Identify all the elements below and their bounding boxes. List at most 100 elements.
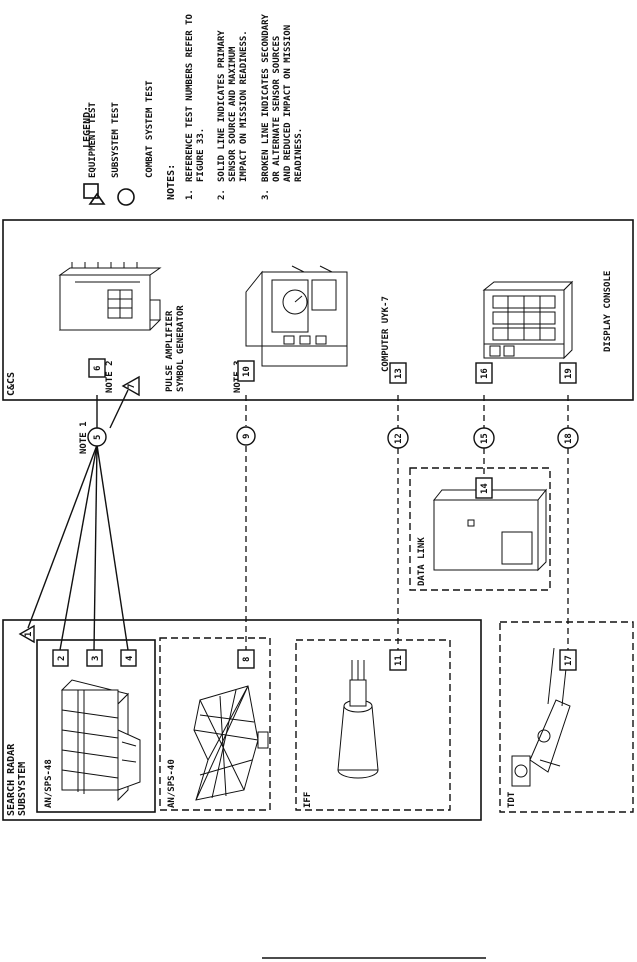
legend-equipment-test: EQUIPMENT TEST xyxy=(88,102,98,178)
test-5-number: 5 xyxy=(93,435,103,440)
test-3-marker: 3 xyxy=(86,649,103,667)
test-7-marker: 7 xyxy=(121,375,140,397)
test-16-marker: 16 xyxy=(475,362,493,384)
test-9-number: 9 xyxy=(242,434,252,439)
tdt-picture xyxy=(511,647,571,787)
note-1-line-2: FIGURE 33. xyxy=(196,128,206,182)
data-link-picture xyxy=(432,488,548,572)
note-2-line-3: IMPACT ON MISSION READINESS. xyxy=(239,30,249,182)
note-3-line-1: BROKEN LINE INDICATES SECONDARY xyxy=(261,13,271,182)
test-1-number: 1 xyxy=(24,632,34,637)
sps40-label: AN/SPS-40 xyxy=(167,759,177,808)
equipment-test-symbol xyxy=(83,183,99,199)
iff-label: IFF xyxy=(303,792,313,808)
ccs-frame xyxy=(2,219,634,401)
test-6-number: 6 xyxy=(93,366,103,371)
sps48-frame xyxy=(36,639,156,813)
link-5-to-2 xyxy=(59,444,98,651)
test-12-marker: 12 xyxy=(387,427,409,449)
test-2-marker: 2 xyxy=(52,649,69,667)
computer-uyk7-picture xyxy=(245,265,348,367)
note-3-number: 3. xyxy=(261,189,271,200)
test-14-number: 14 xyxy=(480,483,490,494)
test-15-number: 15 xyxy=(480,433,490,444)
sps40-frame xyxy=(159,637,271,811)
legend-subsystem-test: SUBSYSTEM TEST xyxy=(111,102,121,178)
tdt-label: TDT xyxy=(507,791,517,808)
pulse-amplifier-label-2: SYMBOL GENERATOR xyxy=(176,305,186,392)
search-radar-label-2: SUBSYSTEM xyxy=(17,762,28,816)
note-2-line-2: SENSOR SOURCE AND MAXIMUM xyxy=(228,46,238,182)
computer-label: COMPUTER UYK-7 xyxy=(381,296,391,372)
note-3-line-3: AND REDUCED IMPACT ON MISSION xyxy=(283,25,293,182)
pulse-amplifier-label-1: PULSE AMPLIFIER xyxy=(165,310,175,392)
display-console-picture xyxy=(482,280,574,360)
sps48-antenna-picture xyxy=(61,679,141,802)
display-console-label: DISPLAY CONSOLE xyxy=(603,271,613,352)
test-8-marker: 8 xyxy=(237,649,255,669)
legend-title: LEGEND: xyxy=(82,106,93,148)
test-12-number: 12 xyxy=(394,433,404,444)
ccs-label: C&CS xyxy=(6,372,17,396)
note-2-line-1: SOLID LINE INDICATES PRIMARY xyxy=(217,30,227,182)
notes-title: NOTES: xyxy=(166,164,177,200)
sps48-label: AN/SPS-48 xyxy=(44,759,54,808)
note-1-line-1: REFERENCE TEST NUMBERS REFER TO xyxy=(185,13,195,182)
data-link-label: DATA LINK xyxy=(417,537,427,586)
tdt-group: TDT xyxy=(499,621,634,813)
test-5-marker: 5 xyxy=(87,427,107,447)
test-18-marker: 18 xyxy=(557,427,579,449)
test-18-number: 18 xyxy=(564,433,574,444)
subsystem-test-symbol xyxy=(88,192,106,205)
test-4-marker: 4 xyxy=(120,649,137,667)
search-radar-label-1: SEARCH RADAR xyxy=(6,743,17,816)
iff-frame xyxy=(295,639,451,811)
test-19-marker: 19 xyxy=(559,362,577,384)
note-1-callout: NOTE 1 xyxy=(79,421,89,454)
search-radar-group: SEARCH RADAR SUBSYSTEM AN/SPS-48 AN/SPS-… xyxy=(2,619,482,821)
link-5-to-4 xyxy=(96,444,129,651)
data-link-frame xyxy=(409,467,551,591)
test-9-marker: 9 xyxy=(236,426,256,446)
ccs-group: C&CS PULSE AMPLIFIER SYMBOL GENERATOR xyxy=(2,219,634,401)
test-6-marker: 6 xyxy=(88,358,106,378)
test-7-number: 7 xyxy=(127,384,137,389)
test-3-number: 3 xyxy=(91,656,101,661)
test-15-marker: 15 xyxy=(473,427,495,449)
test-17-marker: 17 xyxy=(559,649,577,671)
search-radar-frame xyxy=(2,619,482,821)
test-13-number: 13 xyxy=(394,368,404,379)
connections xyxy=(27,389,569,651)
link-5-to-3 xyxy=(93,444,98,651)
note-2-number: 2. xyxy=(217,189,227,200)
note-1-number: 1. xyxy=(185,189,195,200)
test-10-marker: 10 xyxy=(237,360,255,382)
note-3-line-4: READINESS. xyxy=(294,128,304,182)
data-link-group: DATA LINK xyxy=(409,467,551,591)
test-11-number: 11 xyxy=(394,655,404,666)
legend-combat-system-test: COMBAT SYSTEM TEST xyxy=(145,80,155,178)
link-5-to-7 xyxy=(109,389,129,429)
test-8-number: 8 xyxy=(242,657,252,662)
test-11-marker: 11 xyxy=(389,649,407,671)
link-5-to-1 xyxy=(27,444,98,629)
note-3-line-2: OR ALTERNATE SENSOR SOURCES xyxy=(272,36,282,182)
note-2-callout: NOTE 2 xyxy=(105,360,115,393)
test-1-marker: 1 xyxy=(18,624,35,644)
combat-system-test-symbol xyxy=(117,188,135,206)
sps40-antenna-picture xyxy=(193,685,269,801)
test-13-marker: 13 xyxy=(389,362,407,384)
test-4-number: 4 xyxy=(125,655,135,661)
test-10-number: 10 xyxy=(242,366,252,377)
test-16-number: 16 xyxy=(480,368,490,379)
test-14-marker: 14 xyxy=(475,477,493,499)
iff-antenna-picture xyxy=(337,660,379,779)
test-2-number: 2 xyxy=(57,656,67,661)
pulse-amplifier-picture xyxy=(58,262,162,331)
legend: LEGEND: EQUIPMENT TEST SUBSYSTEM TEST CO… xyxy=(82,80,155,206)
tdt-frame xyxy=(499,621,634,813)
test-19-number: 19 xyxy=(564,368,574,379)
notes: NOTES: 1. REFERENCE TEST NUMBERS REFER T… xyxy=(166,13,304,200)
test-17-number: 17 xyxy=(564,655,574,666)
